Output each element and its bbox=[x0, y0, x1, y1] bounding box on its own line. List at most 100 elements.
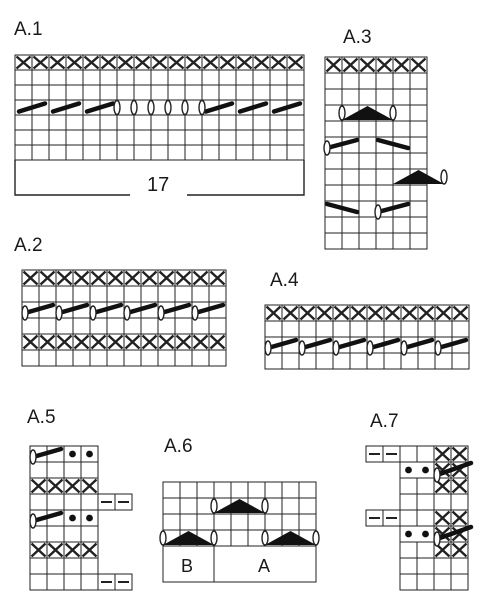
chart-a7-title: A.7 bbox=[370, 411, 399, 432]
x-cross-symbol bbox=[117, 55, 134, 70]
grid-cell bbox=[324, 216, 343, 234]
grid-cell bbox=[349, 320, 368, 338]
grid-cell bbox=[392, 120, 411, 138]
grid-cell bbox=[416, 445, 435, 463]
grid-cell bbox=[150, 69, 169, 86]
grid-cell bbox=[358, 120, 377, 138]
slanted-cable-symbol bbox=[265, 337, 299, 351]
slanted-cable-symbol bbox=[434, 460, 474, 478]
grid-cell bbox=[82, 144, 101, 161]
yarn-over-loop-symbol bbox=[400, 340, 408, 356]
filled-triangle-symbol bbox=[214, 499, 265, 513]
grid-cell bbox=[174, 317, 193, 335]
double-dot-symbol bbox=[422, 466, 429, 474]
grid-cell bbox=[63, 557, 82, 575]
chart-a6-section-a-label: A bbox=[258, 556, 271, 576]
grid-cell bbox=[63, 461, 82, 479]
grid-cell bbox=[162, 497, 181, 515]
grid-cell bbox=[269, 69, 288, 86]
grid-cell bbox=[375, 120, 394, 138]
grid-cell bbox=[201, 84, 220, 101]
x-cross-symbol bbox=[90, 334, 107, 350]
grid-cell bbox=[133, 84, 152, 101]
grid-cell bbox=[409, 184, 428, 202]
x-cross-symbol bbox=[434, 446, 451, 462]
slanted-cable-symbol bbox=[124, 302, 158, 316]
grid-cell bbox=[392, 152, 411, 170]
grid-cell bbox=[286, 129, 305, 146]
yarn-over-loop-symbol bbox=[434, 340, 442, 356]
grid-cell bbox=[358, 216, 377, 234]
grid-cell bbox=[46, 557, 65, 575]
grid-cell bbox=[451, 352, 470, 370]
grid-cell bbox=[252, 69, 271, 86]
grid-cell bbox=[55, 349, 74, 367]
grid-cell bbox=[116, 84, 135, 101]
x-cross-symbol bbox=[219, 55, 236, 70]
grid-cell bbox=[65, 114, 84, 131]
x-cross-symbol bbox=[22, 334, 39, 350]
grid-cell bbox=[433, 493, 452, 511]
x-cross-symbol bbox=[107, 270, 124, 286]
grid-cell bbox=[315, 320, 334, 338]
grid-cell bbox=[116, 69, 135, 86]
grid-cell bbox=[358, 152, 377, 170]
x-cross-symbol bbox=[30, 478, 47, 494]
grid-cell bbox=[269, 144, 288, 161]
grid-cell bbox=[383, 320, 402, 338]
grid-cell bbox=[416, 509, 435, 527]
grid-cell bbox=[218, 129, 237, 146]
slanted-cable-symbol bbox=[333, 337, 367, 351]
chart-a3 bbox=[323, 56, 448, 250]
grid-cell bbox=[21, 349, 40, 367]
grid-cell bbox=[208, 285, 227, 303]
yarn-over-loop-symbol bbox=[312, 530, 320, 546]
grid-cell bbox=[409, 104, 428, 122]
x-cross-symbol bbox=[30, 542, 47, 558]
filled-triangle-symbol bbox=[163, 531, 214, 545]
x-cross-symbol bbox=[401, 305, 418, 321]
width-dimension-line bbox=[187, 160, 305, 196]
slanted-cable-symbol bbox=[56, 302, 90, 316]
grid-cell bbox=[31, 69, 50, 86]
x-cross-symbol bbox=[265, 305, 282, 321]
x-cross-symbol bbox=[47, 478, 64, 494]
grid-cell bbox=[89, 285, 108, 303]
slanted-cable-symbol bbox=[84, 101, 116, 114]
grid-cell bbox=[264, 513, 283, 531]
yarn-over-loop-symbol bbox=[433, 467, 441, 483]
grid-cell bbox=[433, 557, 452, 575]
x-cross-symbol bbox=[64, 542, 81, 558]
grid-cell bbox=[29, 493, 48, 511]
yarn-over-loop-symbol bbox=[164, 99, 172, 116]
grid-cell bbox=[230, 513, 249, 531]
grid-cell bbox=[48, 84, 67, 101]
grid-cell bbox=[48, 114, 67, 131]
grid-cell bbox=[399, 509, 418, 527]
grid-cell bbox=[416, 573, 435, 591]
grid-cell bbox=[63, 573, 82, 591]
grid-cell bbox=[208, 349, 227, 367]
x-cross-symbol bbox=[168, 55, 185, 70]
grid-cell bbox=[324, 120, 343, 138]
grid-cell bbox=[46, 525, 65, 543]
x-cross-symbol bbox=[49, 55, 66, 70]
grid-cell bbox=[399, 445, 418, 463]
slanted-cable-symbol bbox=[324, 201, 360, 215]
slanted-cable-symbol bbox=[192, 302, 226, 316]
yarn-over-loop-symbol bbox=[210, 530, 218, 546]
slanted-cable-symbol bbox=[30, 446, 64, 460]
grid-cell bbox=[409, 200, 428, 218]
grid-cell bbox=[235, 129, 254, 146]
grid-cell bbox=[63, 493, 82, 511]
yarn-over-loop-symbol bbox=[29, 513, 37, 529]
yarn-over-loop-symbol bbox=[21, 305, 29, 321]
grid-cell bbox=[140, 349, 159, 367]
grid-cell bbox=[298, 481, 317, 499]
slanted-cable-symbol bbox=[16, 101, 48, 114]
chart-a6-title: A.6 bbox=[164, 436, 193, 457]
grid-cell bbox=[399, 493, 418, 511]
slanted-cable-symbol bbox=[90, 302, 124, 316]
grid-cell bbox=[38, 285, 57, 303]
